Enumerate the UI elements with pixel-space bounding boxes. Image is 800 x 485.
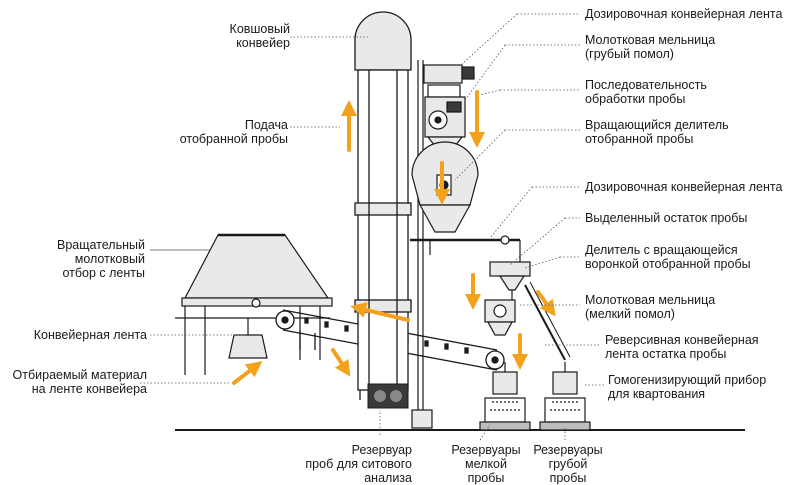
label-conveyor-belt: Конвейерная лента [33,328,147,342]
arrow-reversing [536,290,556,317]
coarse-homogenizer [539,362,591,431]
label-dosing-belt-mid: Дозировочная конвейерная лента [585,180,783,194]
arrow-sample-in [232,361,263,385]
label-hammer-mill-fine: Молотковая мельница(мелкий помол) [585,293,716,321]
arrow-belt-to-elevator [350,302,410,322]
fine-mill-assembly [484,261,571,361]
drive-motor [367,383,409,409]
bucket-elevator [354,11,412,400]
flow-arrows [232,90,556,385]
label-hammer-mill-coarse: Молотковая мельница(грубый помол) [585,33,716,61]
sample-bucket [228,334,268,359]
label-dosing-belt-top: Дозировочная конвейерная лента [585,7,783,21]
leader-lines [140,13,605,441]
process-tower [410,60,521,429]
label-separated-residue: Выделенный остаток пробы [585,211,748,225]
fine-homogenizer [479,362,531,431]
arrow-to-sieve [331,348,351,377]
rotary-hammer-sampler [175,233,333,375]
